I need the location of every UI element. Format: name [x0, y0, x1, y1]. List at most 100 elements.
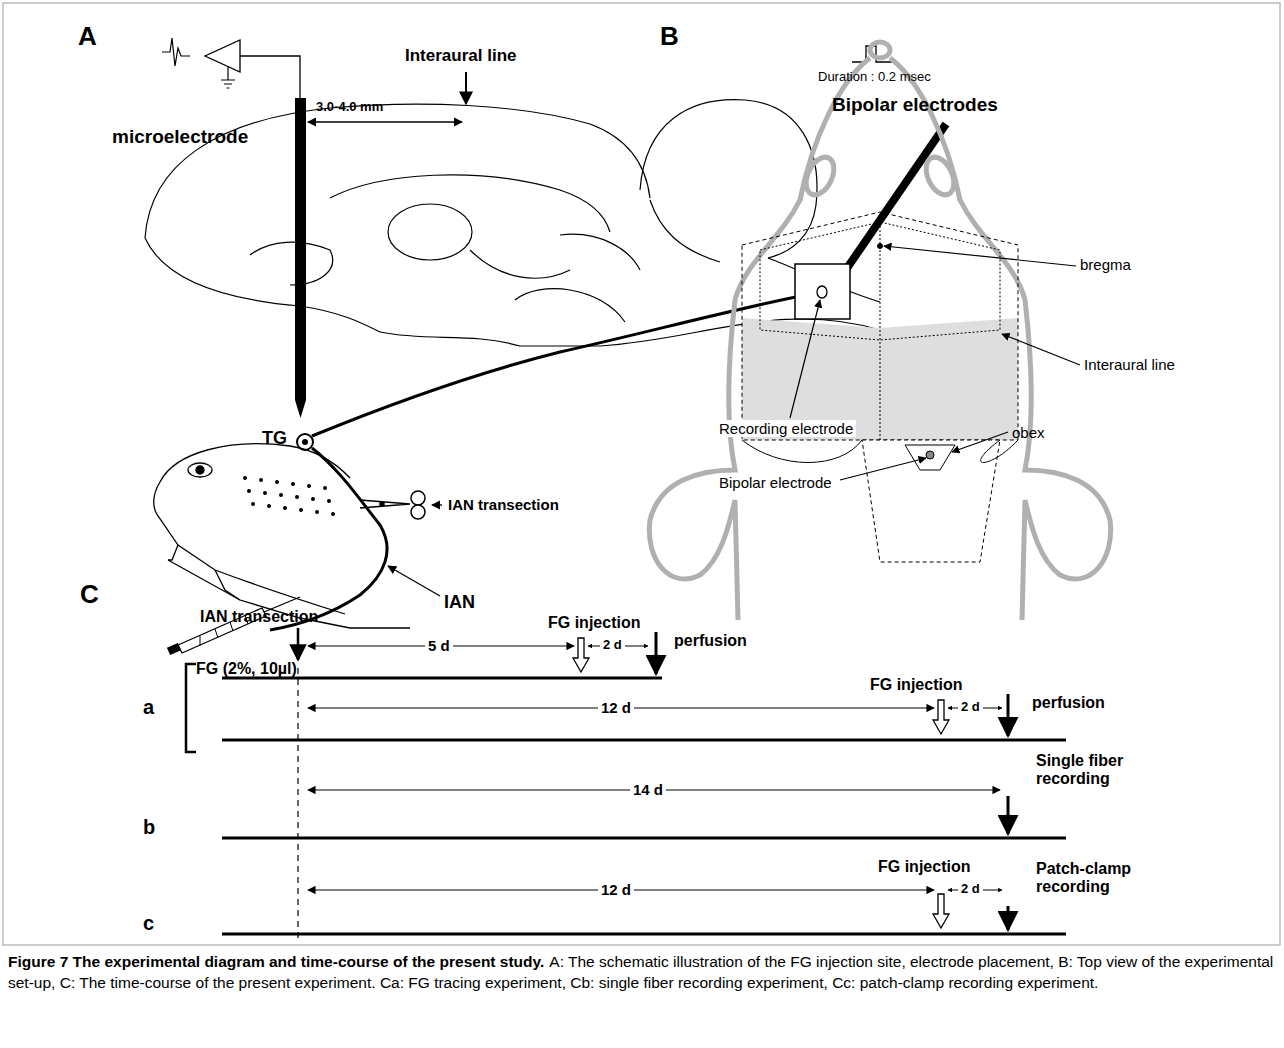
leader-arrows-part: [1002, 334, 1080, 365]
landmark-label: Interaural line: [1084, 356, 1175, 373]
rat-head-profile: [154, 444, 410, 628]
whisker-pad-part: [315, 510, 319, 514]
scissors: [360, 491, 442, 596]
row-letter: b: [143, 816, 155, 839]
microelectrode-part: [221, 66, 235, 88]
microelectrode: [162, 38, 466, 418]
event-label: perfusion: [1032, 694, 1105, 712]
rat-head-profile-part: [188, 463, 212, 477]
time-course-part: [297, 628, 300, 660]
whisker-pad: [243, 476, 335, 516]
rat-top-view-part: [801, 153, 840, 199]
rat-head-profile-part: [160, 444, 350, 482]
event-label: FG injection: [870, 676, 962, 694]
figure-caption: Figure 7 The experimental diagram and ti…: [8, 952, 1276, 994]
skull-exposure: [742, 212, 1018, 562]
skull-exposure-part: [817, 286, 827, 298]
duration-label: 5 d: [425, 637, 453, 654]
landmark-label: obex: [1012, 424, 1045, 441]
whisker-pad-part: [263, 491, 267, 495]
rat-top-view: [649, 42, 1110, 620]
row-letter: a: [143, 696, 154, 719]
event-label: FG injection: [878, 858, 970, 876]
sagittal-brain-part: [640, 100, 817, 258]
rat-head-profile-part: [168, 560, 410, 628]
whisker-pad-part: [291, 482, 295, 486]
time-course-part: [1007, 694, 1010, 736]
rat-top-view-part: [870, 42, 890, 58]
microelectrode-part: [240, 56, 300, 98]
trigeminal-ganglion-part: [302, 439, 308, 445]
skull-exposure-part: [880, 222, 881, 440]
whisker-pad-part: [307, 484, 311, 488]
microelectrode-part: [295, 98, 306, 400]
time-course-part: [1007, 796, 1010, 834]
figure-frame: [3, 3, 1280, 945]
sagittal-brain-part: [515, 289, 625, 322]
scissors-part: [411, 505, 425, 519]
landmark-label: bregma: [1080, 256, 1131, 273]
whisker-pad-part: [275, 480, 279, 484]
figure-title: Figure 7 The experimental diagram and ti…: [8, 953, 544, 970]
skull-exposure-part: [926, 451, 934, 459]
whisker-pad-part: [295, 495, 299, 499]
time-course-part: [222, 837, 1066, 840]
leader-arrows-part: [952, 432, 1008, 452]
injection-label: FG (2%, 10µl): [196, 660, 297, 678]
rat-top-view-part: [921, 153, 960, 199]
whisker-pad-part: [259, 478, 263, 482]
whisker-pad-part: [251, 502, 255, 506]
duration-label: 12 d: [598, 699, 634, 716]
skull-exposure-part: [742, 212, 1018, 440]
time-course-part: [573, 638, 589, 672]
duration-label: 2 d: [958, 882, 983, 897]
whisker-pad-part: [267, 504, 271, 508]
duration-label: 2 d: [600, 638, 625, 653]
sagittal-brain-part: [560, 234, 640, 270]
time-course-part: [655, 632, 658, 674]
skull-exposure-part: [905, 445, 955, 470]
time-course-part: [222, 739, 1066, 742]
part-label: TG: [262, 428, 287, 449]
time-course-part: [933, 894, 949, 928]
part-label: Recording electrode: [716, 420, 856, 437]
row-letter: c: [143, 912, 154, 935]
time-course-part: [222, 933, 1066, 936]
rat-head-profile-part: [154, 482, 345, 614]
microelectrode-part: [465, 72, 467, 104]
leader-arrows: [790, 246, 1080, 480]
scissors-part: [388, 566, 440, 596]
microelectrode-part: [295, 400, 306, 418]
dimension-label: 3.0-4.0 mm: [316, 100, 383, 115]
whisker-pad-part: [299, 508, 303, 512]
rat-head-profile-part: [168, 545, 178, 560]
procedure-label: IAN transection: [448, 496, 559, 513]
stimulus-label: Duration : 0.2 msec: [818, 70, 931, 85]
time-course-part: [186, 664, 196, 752]
microelectrode-part: [308, 121, 462, 122]
sagittal-brain-part: [388, 204, 472, 260]
event-label: Patch-clamp recording: [1036, 860, 1156, 897]
skull-exposure-part: [795, 264, 850, 319]
sagittal-brain-part: [145, 104, 650, 238]
event-label: IAN transection: [200, 608, 318, 626]
scissors-part: [360, 500, 410, 508]
time-course-part: [297, 668, 298, 940]
sagittal-brain-part: [250, 242, 333, 285]
syringe-part: [167, 643, 181, 655]
sagittal-brain: [145, 100, 880, 346]
part-label: Bipolar electrode: [716, 474, 835, 491]
duration-label: 14 d: [630, 781, 666, 798]
landmark-label: Interaural line: [405, 46, 516, 66]
time-course-part: [1007, 906, 1010, 930]
whisker-pad-part: [283, 506, 287, 510]
microelectrode-part: [162, 38, 190, 66]
time-course-part: [933, 700, 949, 734]
sagittal-brain-part: [470, 250, 570, 278]
leader-arrows-part: [790, 300, 820, 418]
microelectrode-part: [205, 40, 240, 72]
scissors-part: [411, 491, 425, 505]
panel-letter: A: [78, 22, 97, 52]
panel-letter: C: [80, 580, 99, 610]
leader-arrows-part: [884, 246, 1076, 266]
